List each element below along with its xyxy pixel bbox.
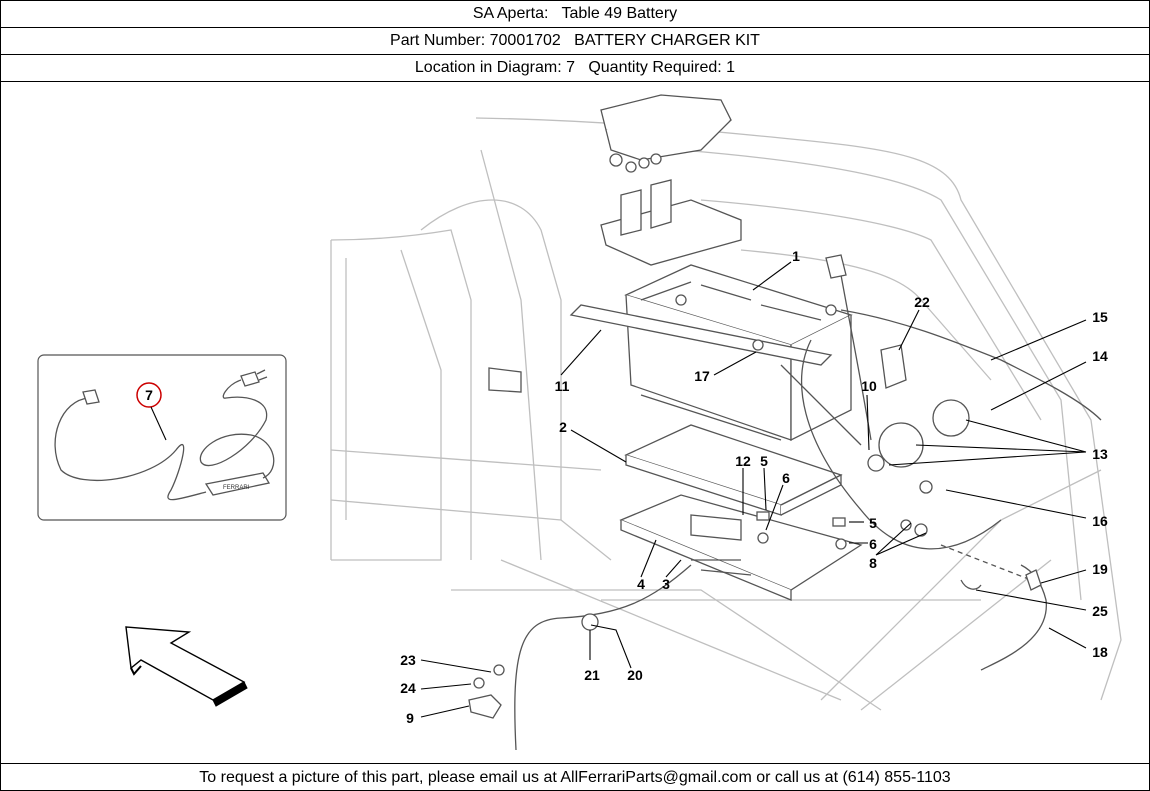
callout-10: 10 [861, 378, 877, 394]
callout-8: 8 [869, 555, 877, 571]
callout-19: 19 [1092, 561, 1108, 577]
highlight-circle [136, 382, 162, 408]
location-line: Location in Diagram: 7 Quantity Required… [1, 55, 1149, 82]
callout-15: 15 [1092, 309, 1108, 325]
callout-17: 17 [694, 368, 710, 384]
callout-25: 25 [1092, 603, 1108, 619]
charger-kit-inset: FERRARI 7 [37, 354, 287, 521]
fuse-box [600, 94, 742, 266]
callout-13: 13 [1092, 446, 1108, 462]
callout-23: 23 [400, 652, 416, 668]
callout-4: 4 [637, 576, 645, 592]
callout-11: 11 [555, 378, 570, 394]
leader-lines [420, 261, 1087, 718]
callout-20: 20 [627, 667, 643, 683]
inset-frame [37, 354, 287, 521]
callout-18: 18 [1092, 644, 1108, 660]
callout-labels: 1 2 3 4 5 5 6 6 8 9 10 11 12 13 14 15 16… [400, 248, 1108, 726]
callout-7: 7 [145, 387, 153, 403]
callout-12: 12 [735, 453, 751, 469]
base-plate [619, 494, 863, 601]
contact-footer: To request a picture of this part, pleas… [1, 763, 1149, 791]
callout-5b: 5 [869, 515, 877, 531]
direction-arrow [125, 626, 248, 707]
car-body-outline [330, 117, 1122, 711]
callout-5a: 5 [760, 453, 768, 469]
callout-2: 2 [559, 419, 567, 435]
callout-16: 16 [1092, 513, 1108, 529]
callout-1: 1 [792, 248, 800, 264]
battery-tray [624, 424, 843, 516]
callout-21: 21 [584, 667, 600, 683]
callout-24: 24 [400, 680, 416, 696]
part-number-line: Part Number: 70001702 BATTERY CHARGER KI… [1, 28, 1149, 55]
callout-9: 9 [406, 710, 414, 726]
callout-6b: 6 [869, 536, 877, 552]
model-title: SA Aperta: Table 49 Battery [1, 1, 1149, 28]
callout-14: 14 [1092, 348, 1108, 364]
cables [514, 274, 1102, 751]
parts-diagram: FERRARI 7 [37, 94, 1122, 751]
fasteners [468, 254, 1042, 719]
hold-down-bar [569, 304, 833, 366]
callout-6a: 6 [782, 470, 790, 486]
callout-22: 22 [914, 294, 930, 310]
charger-brand-label: FERRARI [223, 485, 250, 491]
callout-3: 3 [662, 576, 670, 592]
